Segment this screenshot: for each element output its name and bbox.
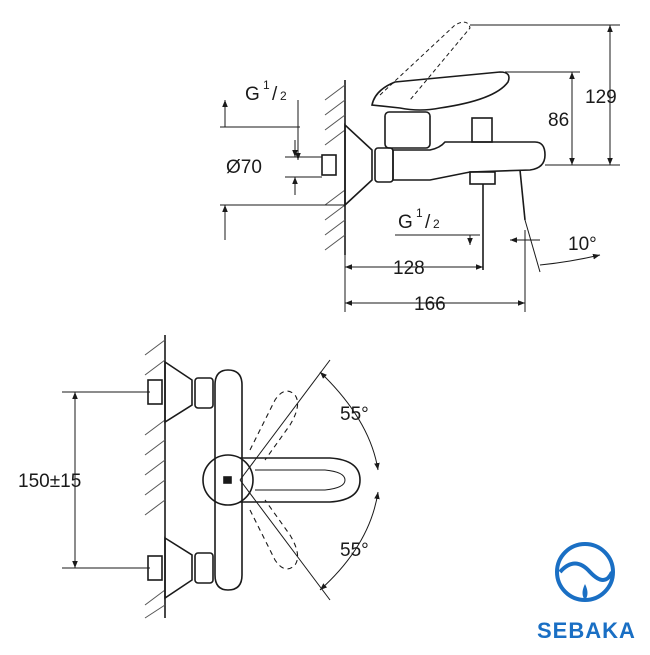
mixer-body-front [214, 369, 243, 591]
lever-inner [255, 469, 346, 491]
side-view-dimensions [220, 24, 620, 312]
angle-lower-label: 55° [340, 540, 369, 561]
front-view-dimensions [62, 371, 380, 591]
front-view-labels: 150±15 55° 55° [18, 404, 369, 561]
wall-connector [321, 154, 337, 176]
lever-lower-position [249, 499, 299, 570]
side-view [321, 21, 546, 270]
handle-base [384, 111, 431, 149]
diameter-label: Ø70 [226, 157, 262, 178]
thread-top-num: 1 [263, 78, 270, 92]
lower-hex-nut [194, 552, 214, 584]
upper-hex-nut [194, 377, 214, 409]
brand-logo: SEBAKA [537, 542, 636, 643]
thread-bottom-num: 1 [416, 206, 423, 220]
hex-nut-top [374, 147, 394, 183]
thread-bottom-letter: G [398, 212, 413, 233]
logo-wave-icon [558, 561, 614, 582]
diverter-knob [471, 117, 493, 143]
logo-text: SEBAKA [537, 618, 636, 643]
spout-tip-axis [519, 169, 526, 221]
thread-bottom-den: 2 [433, 217, 440, 231]
lever-raised-outline [379, 21, 471, 101]
lever [371, 71, 510, 111]
depth-outlet-label: 128 [393, 258, 425, 279]
escutcheon [344, 123, 373, 207]
distance-centers-label: 150±15 [18, 471, 81, 492]
lever-front [240, 457, 361, 503]
angle-spout-label: 10° [568, 234, 597, 255]
central-boss [202, 454, 254, 506]
thread-top-den: 2 [280, 89, 287, 103]
thread-top-slash: / [272, 84, 278, 105]
upper-escutcheon [164, 360, 193, 424]
lower-escutcheon [164, 536, 193, 600]
lever-upper-position [249, 390, 299, 461]
height-outlet-label: 86 [548, 110, 569, 131]
wall-hatch-top [324, 80, 346, 255]
lower-connector [147, 555, 163, 581]
height-total-label: 129 [585, 87, 617, 108]
hose-outlet [469, 171, 496, 185]
front-view [144, 335, 361, 619]
thread-top-letter: G [245, 84, 260, 105]
thread-bottom-slash: / [425, 212, 431, 233]
angle-upper-label: 55° [340, 404, 369, 425]
mixer-body [392, 141, 546, 181]
upper-connector [147, 379, 163, 405]
depth-total-label: 166 [414, 294, 446, 315]
logo-drop-icon [582, 584, 588, 600]
side-view-labels: G 1 / 2 Ø70 129 86 G 1 / 2 10° 128 166 [226, 78, 617, 315]
indicator-dot [223, 476, 232, 484]
